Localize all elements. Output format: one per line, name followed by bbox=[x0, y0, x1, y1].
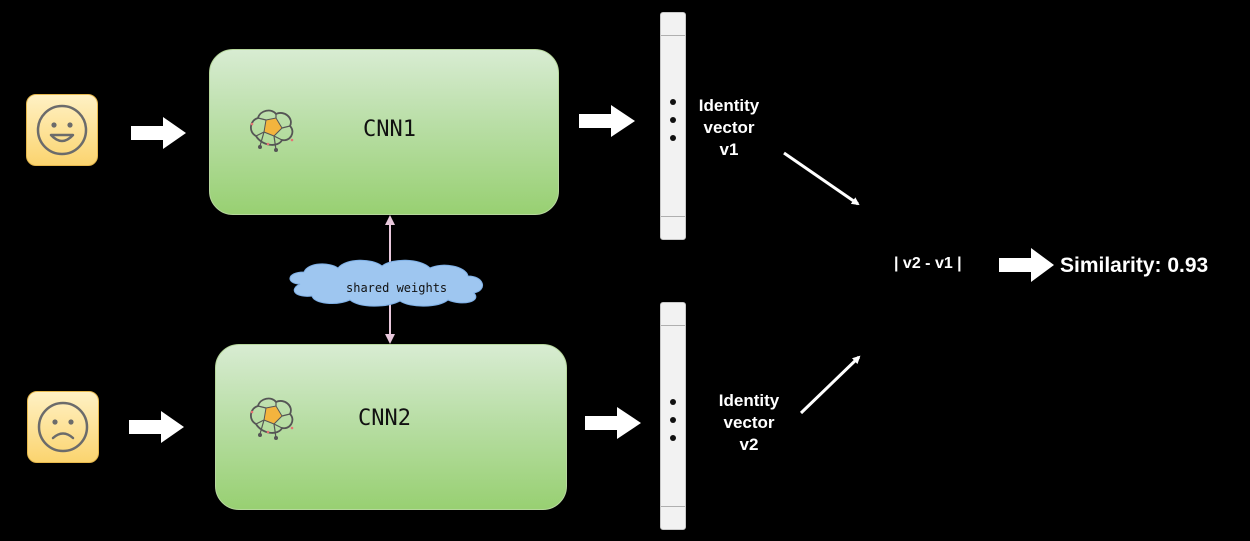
shared-weights-cloud bbox=[289, 259, 483, 307]
vector-dot bbox=[670, 117, 676, 123]
smiling-face-icon bbox=[36, 104, 88, 156]
arrow-cnn1-to-vector1 bbox=[579, 105, 635, 137]
vector-dot bbox=[670, 399, 676, 405]
vector-dot bbox=[670, 417, 676, 423]
shared-weights-label: shared weights bbox=[346, 281, 448, 295]
arrow-vector2-to-diff bbox=[799, 355, 861, 415]
vector2-line2: vector bbox=[723, 413, 775, 432]
frowning-face-icon bbox=[37, 401, 89, 453]
cnn2-block bbox=[215, 344, 567, 510]
sad-face-input bbox=[27, 391, 99, 463]
neural-network-brain-icon bbox=[250, 397, 294, 440]
identity-vector-2-label: Identity vector v2 bbox=[699, 390, 799, 456]
vector-dot bbox=[670, 99, 676, 105]
identity-vector-2-bar bbox=[660, 302, 686, 530]
neural-network-brain-icon bbox=[250, 109, 294, 152]
arrow-vector1-to-diff bbox=[783, 151, 860, 206]
similarity-result: Similarity: 0.93 bbox=[1060, 254, 1209, 277]
happy-face-input bbox=[26, 94, 98, 166]
identity-vector-1-label: Identity vector v1 bbox=[679, 95, 779, 161]
vector1-line3: v1 bbox=[719, 140, 739, 159]
arrow-cnn2-to-vector2 bbox=[585, 407, 641, 439]
vector1-line1: Identity bbox=[698, 96, 760, 115]
identity-vector-1-bar bbox=[660, 12, 686, 240]
vector-dot bbox=[670, 435, 676, 441]
difference-label: | v2 - v1 | bbox=[894, 255, 962, 272]
vector2-line3: v2 bbox=[739, 435, 759, 454]
cnn2-label: CNN2 bbox=[358, 406, 411, 431]
vector-dot bbox=[670, 135, 676, 141]
cnn1-label: CNN1 bbox=[363, 117, 416, 142]
arrow-face2-to-cnn2 bbox=[129, 411, 184, 443]
vector1-line2: vector bbox=[703, 118, 755, 137]
vector2-line1: Identity bbox=[718, 391, 780, 410]
arrow-diff-to-similarity bbox=[999, 248, 1054, 282]
arrow-face1-to-cnn1 bbox=[131, 117, 186, 149]
